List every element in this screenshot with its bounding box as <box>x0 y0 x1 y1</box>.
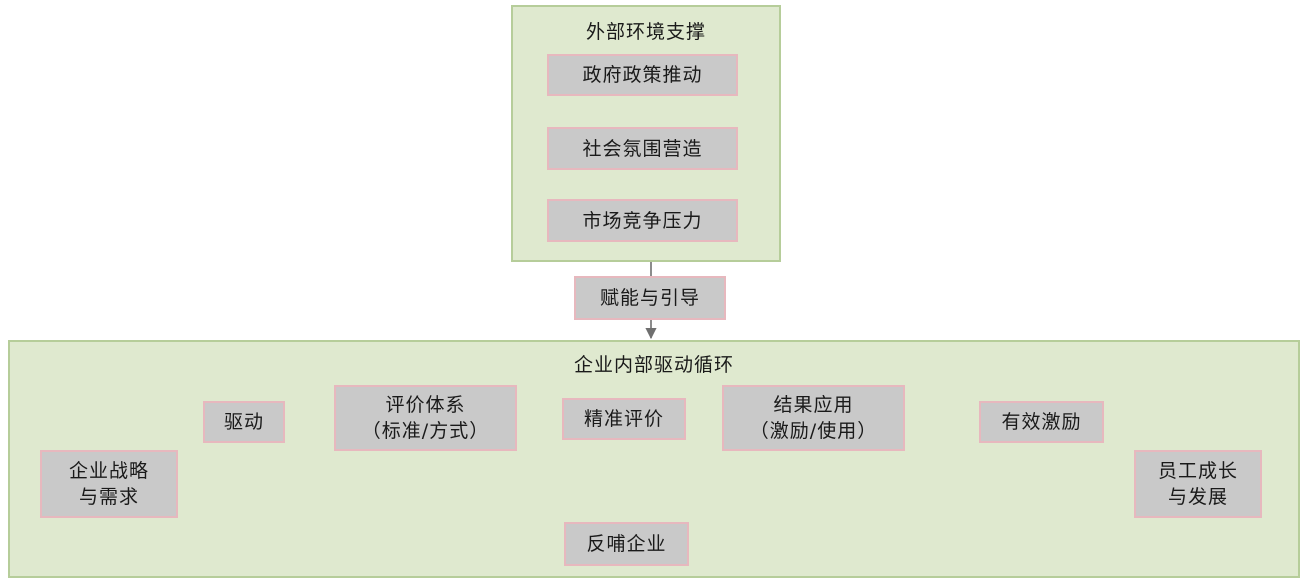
empower-guide-box: 赋能与引导 <box>574 276 726 320</box>
policy-drive-box: 政府政策推动 <box>547 54 738 96</box>
market-pressure-box: 市场竞争压力 <box>547 199 738 242</box>
evaluation-system-node: 评价体系 （标准/方式） <box>334 385 517 451</box>
employee-growth-node: 员工成长 与发展 <box>1134 450 1262 518</box>
strategy-node: 企业战略 与需求 <box>40 450 178 518</box>
social-atmosphere-box: 社会氛围营造 <box>547 127 738 170</box>
result-application-node: 结果应用 （激励/使用） <box>722 385 905 451</box>
external-support-title: 外部环境支撑 <box>585 21 706 43</box>
drive-node: 驱动 <box>203 401 285 443</box>
internal-cycle-title: 企业内部驱动循环 <box>573 354 734 376</box>
feedback-node: 反哺企业 <box>564 522 689 566</box>
precise-evaluation-node: 精准评价 <box>562 398 686 440</box>
effective-incentive-node: 有效激励 <box>979 401 1104 443</box>
